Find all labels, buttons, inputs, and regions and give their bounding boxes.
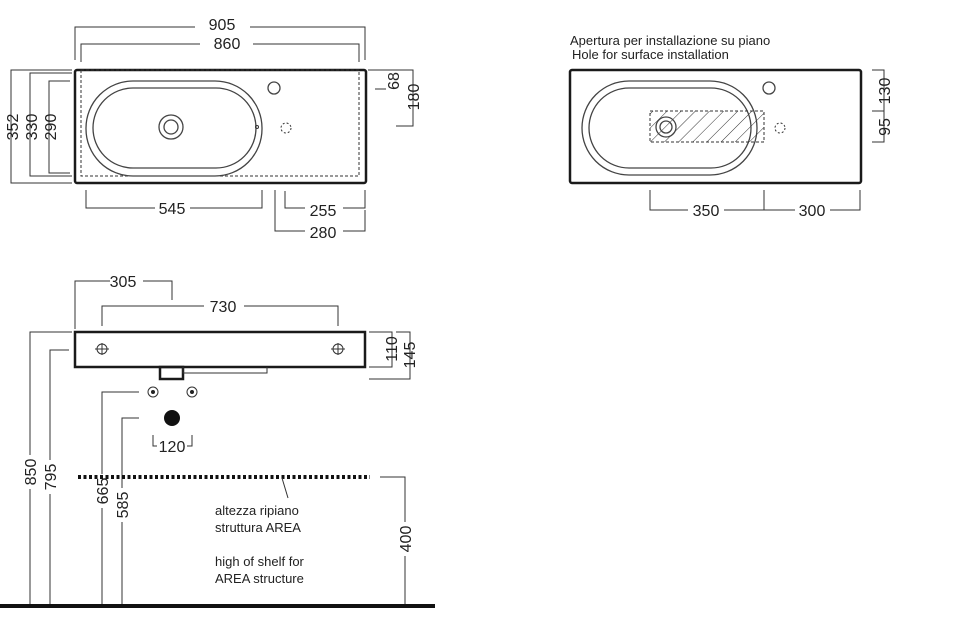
- dim-585: 585: [115, 492, 132, 519]
- optional-hole-icon: [280, 122, 292, 134]
- dim-545: 545: [159, 201, 186, 218]
- dim-110: 110: [384, 336, 401, 362]
- front-view: 305 730 110 145 120 850 795 665 585 400 …: [0, 274, 435, 608]
- tap-hole-icon: [762, 81, 776, 95]
- optional-hole-icon: [774, 122, 786, 134]
- dim-130: 130: [877, 78, 894, 105]
- dim-850: 850: [23, 459, 40, 486]
- dim-290: 290: [43, 114, 60, 141]
- note-it-line1: altezza ripiano: [215, 503, 299, 518]
- dim-280: 280: [310, 225, 337, 242]
- dim-795: 795: [43, 464, 60, 491]
- dim-350: 350: [693, 203, 720, 220]
- dim-68: 68: [386, 72, 403, 90]
- dim-400: 400: [398, 526, 415, 553]
- dim-255: 255: [310, 203, 337, 220]
- basin-outline: [73, 68, 368, 185]
- dim-145: 145: [402, 342, 419, 369]
- dim-95: 95: [877, 118, 894, 136]
- note-en-line1: high of shelf for: [215, 554, 305, 569]
- dim-665: 665: [95, 478, 112, 505]
- surface-title-it: Apertura per installazione su piano: [570, 33, 770, 48]
- dim-120: 120: [159, 439, 186, 456]
- surface-title-en: Hole for surface installation: [572, 47, 729, 62]
- dashed-inner-outline: [80, 69, 360, 177]
- dim-352: 352: [5, 114, 22, 141]
- dim-905: 905: [209, 17, 236, 34]
- bowl-inner: [92, 87, 257, 169]
- drain-outlet: [158, 365, 185, 381]
- note-it-line2: struttura AREA: [215, 520, 301, 535]
- dim-730: 730: [210, 299, 237, 316]
- note-en-line2: AREA structure: [215, 571, 304, 586]
- bowl-outer: [85, 80, 263, 177]
- cutout-hatch: [649, 110, 765, 143]
- waste-pipe-icon: [164, 410, 180, 426]
- top-view: 905 860 352 330 290 180 68 545 255 280: [5, 17, 423, 242]
- basin-outline: [568, 68, 863, 185]
- drain-icon: [655, 116, 677, 138]
- dim-180: 180: [406, 84, 423, 111]
- dim-330: 330: [24, 114, 41, 141]
- overflow-icon: [255, 125, 259, 129]
- water-supply-icon: [147, 386, 198, 398]
- fixing-screw-icon: [95, 343, 345, 355]
- drain-icon: [158, 114, 184, 140]
- surface-installation-view: Apertura per installazione su piano Hole…: [568, 33, 894, 220]
- dim-860: 860: [214, 36, 241, 53]
- dim-305: 305: [110, 274, 137, 291]
- dim-300: 300: [799, 203, 826, 220]
- tap-hole-icon: [267, 81, 281, 95]
- basin-front-outline: [73, 330, 367, 369]
